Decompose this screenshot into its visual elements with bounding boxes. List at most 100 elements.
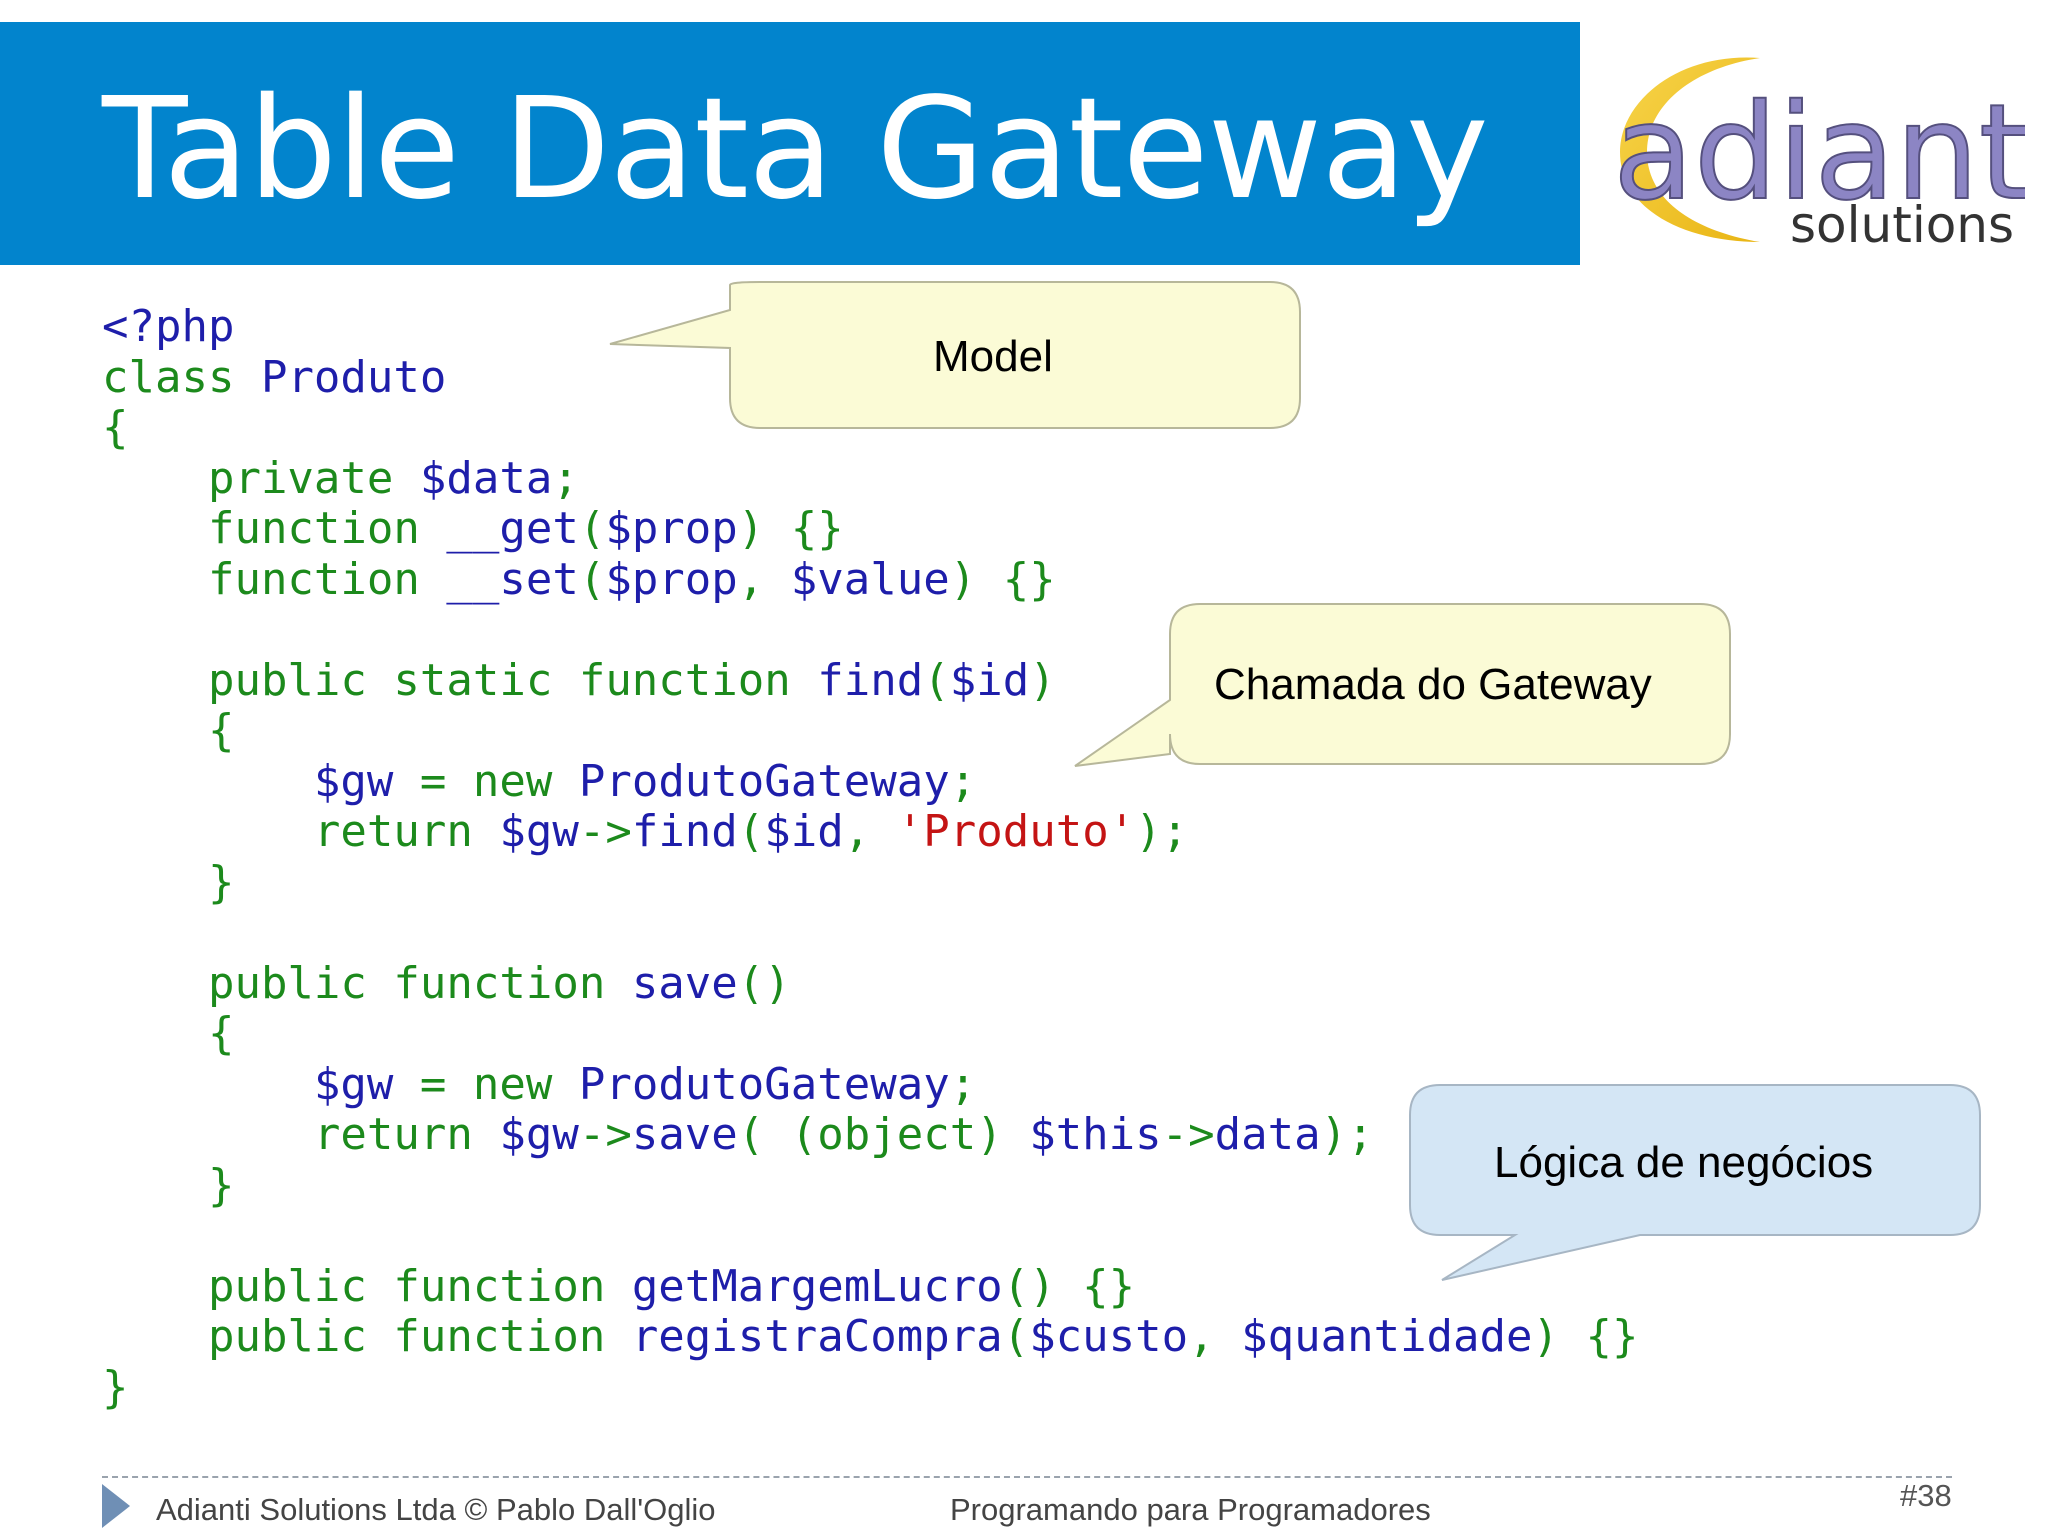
callout-business-bubble <box>1409 1084 1981 1281</box>
code-token: function <box>102 553 447 605</box>
code-token: private <box>102 452 420 504</box>
code-token: $prop <box>605 553 738 605</box>
code-token: $prop <box>605 503 738 554</box>
code-token: } <box>102 1159 235 1211</box>
code-line: { <box>102 403 129 453</box>
code-line: } <box>102 1159 235 1211</box>
code-line: } <box>102 856 235 908</box>
code-token: -> <box>578 1109 632 1160</box>
code-token: () {} <box>1002 1260 1136 1312</box>
adianti-logo: adianti solutions <box>1612 57 2025 254</box>
code-token: data <box>1214 1109 1321 1160</box>
code-token: } <box>102 1361 129 1413</box>
slide-title: Table Data Gateway <box>102 68 1489 231</box>
code-token: $gw <box>499 806 579 857</box>
code-line: public static function find($id) <box>102 654 1056 706</box>
footer-course: Programando para Programadores <box>950 1492 1431 1527</box>
callout-model-bubble <box>609 281 1301 429</box>
code-token: $this <box>1029 1109 1162 1160</box>
code-token: <?php <box>102 301 235 352</box>
callout-model-label: Model <box>933 332 1053 381</box>
code-token: return <box>102 806 500 857</box>
code-token: return <box>102 1109 500 1160</box>
code-token: () <box>737 957 791 1009</box>
code-token: ; <box>949 1058 977 1110</box>
code-token: 'Produto' <box>896 806 1136 857</box>
code-token: , <box>843 806 897 857</box>
code-token: $gw <box>313 755 394 807</box>
code-line: private $data; <box>102 452 579 504</box>
code-token: __get <box>446 503 579 554</box>
code-token: $id <box>764 806 844 857</box>
code-token: ; <box>949 755 977 807</box>
code-token: $gw <box>313 1058 394 1110</box>
code-token: $id <box>949 654 1030 706</box>
code-line: { <box>102 1008 235 1059</box>
code-token: } <box>102 856 235 908</box>
code-token: function <box>102 503 447 554</box>
code-token: __set <box>446 553 579 605</box>
code-token: public function <box>102 1260 632 1312</box>
code-line: function __get($prop) {} <box>102 504 844 554</box>
code-token: class <box>102 351 261 403</box>
code-token: ProdutoGateway <box>578 1058 950 1110</box>
code-token: ( <box>923 654 950 706</box>
code-token: { <box>102 1008 235 1059</box>
page-number: #38 <box>1900 1478 1952 1513</box>
code-line: { <box>102 705 235 756</box>
code-token: getMargemLucro <box>631 1260 1003 1312</box>
code-token: public static function <box>102 654 818 706</box>
code-token: public function <box>102 957 632 1009</box>
logo-subword: solutions <box>1790 196 2014 254</box>
callout-gateway-label: Chamada do Gateway <box>1214 660 1652 709</box>
code-token: -> <box>578 806 632 857</box>
code-token: find <box>631 806 738 857</box>
title-bar: Table Data Gateway <box>0 22 1580 265</box>
footer-divider <box>102 1476 1952 1478</box>
code-token: registraCompra <box>631 1311 1003 1362</box>
code-token: , <box>1188 1311 1242 1362</box>
code-token: ) {} <box>1532 1311 1639 1362</box>
code-token: Produto <box>260 351 447 403</box>
code-token: ProdutoGateway <box>578 755 950 807</box>
code-token: ( <box>1002 1311 1030 1362</box>
code-line: public function registraCompra($custo, $… <box>102 1312 1639 1362</box>
footer-arrow-icon <box>102 1484 130 1528</box>
code-token: $quantidade <box>1241 1311 1533 1362</box>
logo-ring <box>1620 57 1760 243</box>
code-token: ); <box>1135 806 1189 857</box>
code-token: { <box>102 705 235 756</box>
code-token: ( <box>578 503 606 554</box>
code-token: = new <box>393 1058 579 1110</box>
code-token: save <box>631 1109 738 1160</box>
code-token: ) <box>1029 654 1056 706</box>
code-line: <?php <box>102 302 234 352</box>
code-token: = new <box>393 755 579 807</box>
code-token: ( <box>737 806 765 857</box>
code-token: ) {} <box>737 503 844 554</box>
code-token: $data <box>419 452 553 504</box>
code-token: $gw <box>499 1109 579 1160</box>
code-line: function __set($prop, $value) {} <box>102 553 1056 605</box>
code-line: class Produto <box>102 351 447 403</box>
code-token: public function <box>102 1311 632 1362</box>
code-token: save <box>631 957 738 1009</box>
code-token: ( <box>578 553 606 605</box>
code-line: return $gw->find($id, 'Produto'); <box>102 807 1188 857</box>
code-token: ); <box>1320 1109 1374 1160</box>
code-token: find <box>817 654 924 706</box>
code-token: $value <box>790 553 950 605</box>
callout-business-label: Lógica de negócios <box>1494 1138 1874 1187</box>
callout-gateway-bubble <box>1074 603 1731 767</box>
code-token: -> <box>1161 1109 1215 1160</box>
code-token: ; <box>552 452 579 504</box>
code-line: $gw = new ProdutoGateway; <box>102 755 977 807</box>
code-token: ( (object) <box>737 1109 1030 1160</box>
code-token: , <box>737 553 791 605</box>
code-token: ) {} <box>949 553 1056 605</box>
code-line: } <box>102 1361 129 1413</box>
code-line: public function getMargemLucro() {} <box>102 1260 1136 1312</box>
code-line: public function save() <box>102 957 791 1009</box>
code-token: { <box>102 402 129 453</box>
